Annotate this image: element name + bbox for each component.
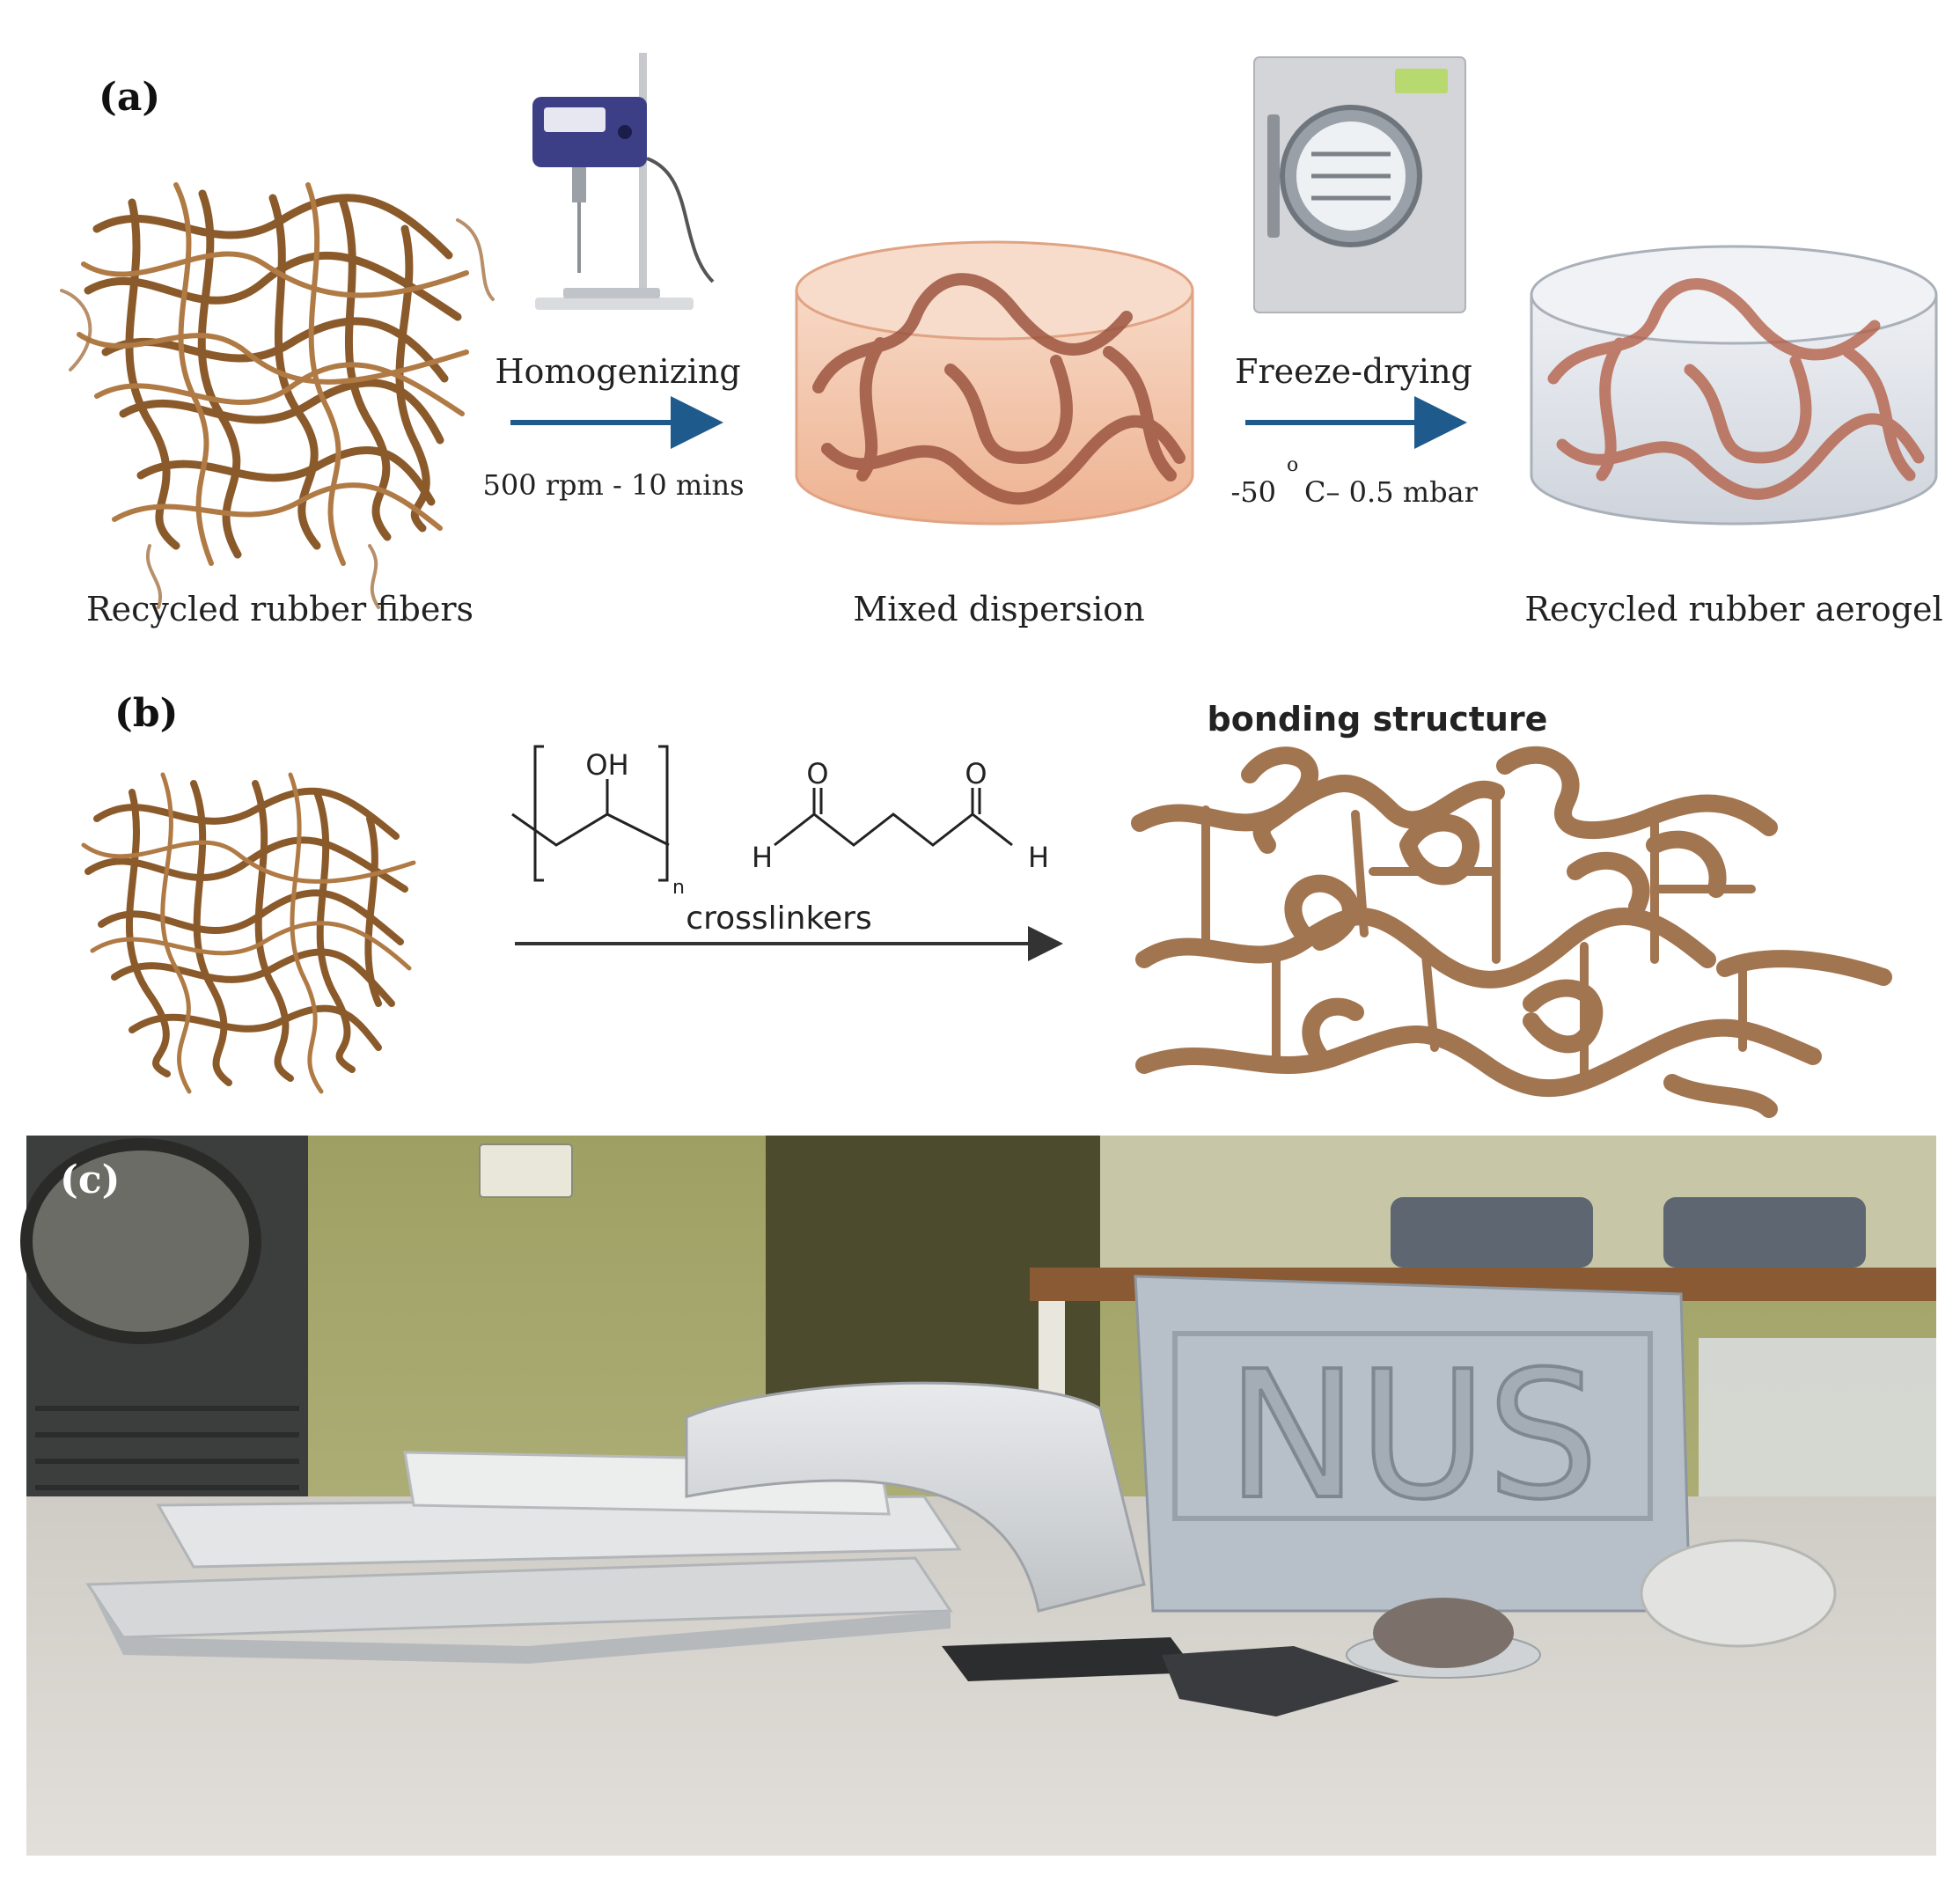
bonding-structure-network-icon [1131,746,1892,1118]
homogenizer-icon [532,53,715,310]
panel-a-label: (a) [99,75,160,120]
aldehyde-hydrogen-left: H [752,841,773,874]
nus-foam-block: NUS [1134,1275,1692,1613]
caption-mixed-dispersion: Mixed dispersion [853,590,1144,629]
step-freeze-drying-condition: -50 o C– 0.5 mbar [1230,454,1478,509]
panel-c-photo: NUS (c) [20,1136,1936,1856]
rubber-fiber-ball-small-icon [81,772,416,1094]
condition-pressure: C– 0.5 mbar [1304,475,1479,509]
crosslinkers-label: crosslinkers [686,901,871,937]
panel-c-label: (c) [60,1158,120,1202]
pva-structure [511,745,670,882]
bonding-structure-title: bonding structure [1208,700,1548,739]
panel-b-label: (b) [114,691,178,736]
condition-degree-mark: o [1287,454,1298,476]
panel-b: (b) [81,691,1892,1118]
rubber-fiber-ball-icon [60,182,495,609]
aldehyde-oxygen-right: O [965,757,987,790]
panel-a: (a) [60,53,1943,629]
step-homogenizing-title: Homogenizing [495,352,740,391]
step-freeze-drying-title: Freeze-drying [1235,352,1472,391]
condition-temperature: -50 [1230,475,1276,509]
glutaraldehyde-structure [774,788,1013,847]
caption-recycled-rubber-aerogel: Recycled rubber aerogel [1524,590,1942,629]
freeze-dryer-icon [1253,56,1466,313]
step-homogenizing-condition: 500 rpm - 10 mins [482,468,744,502]
recycled-rubber-aerogel-icon [1530,245,1938,526]
pva-repeat-subscript: n [672,877,685,899]
pva-hydroxyl-label: OH [585,748,628,782]
caption-recycled-rubber-fibers: Recycled rubber fibers [86,590,473,629]
aldehyde-oxygen-left: O [806,757,828,790]
nus-engraved-text: NUS [1227,1334,1599,1539]
mixed-dispersion-icon [795,240,1194,526]
aldehyde-hydrogen-right: H [1028,841,1049,874]
